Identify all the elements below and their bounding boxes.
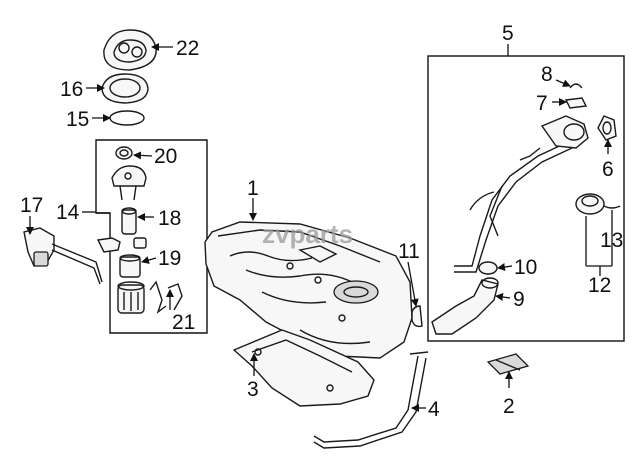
leader-lines	[26, 43, 612, 412]
part-12-bracket-lines	[585, 210, 613, 276]
callout-22: 22	[176, 37, 199, 60]
part-20-cap[interactable]	[115, 146, 133, 160]
callout-17: 17	[20, 194, 43, 217]
part-6-gasket[interactable]	[597, 115, 617, 141]
part-10-cap[interactable]	[478, 261, 498, 275]
callout-19: 19	[158, 247, 181, 270]
callout-13: 13	[600, 229, 623, 252]
part-9-hose[interactable]	[431, 277, 499, 335]
callout-4: 4	[428, 398, 440, 421]
watermark-text: zvparts	[262, 219, 353, 249]
part-19-pump-body[interactable]	[119, 254, 141, 278]
part-21-bracket[interactable]	[149, 280, 183, 314]
part-17-fuel-sender[interactable]	[23, 227, 103, 285]
callout-7: 7	[536, 92, 548, 115]
callout-11: 11	[398, 240, 420, 263]
part-15-o-ring[interactable]	[109, 110, 145, 126]
callout-12: 12	[588, 274, 611, 297]
callout-10: 10	[514, 256, 537, 279]
part-7-bracket[interactable]	[564, 97, 588, 109]
callout-2: 2	[503, 395, 515, 418]
part-1-fuel-tank[interactable]	[204, 221, 413, 359]
callout-1: 1	[247, 177, 259, 200]
callout-9: 9	[513, 288, 525, 311]
part-pump-canister[interactable]	[117, 281, 145, 314]
part-3-heat-shield[interactable]	[232, 329, 375, 407]
part-14-pump-group-box	[95, 139, 208, 334]
callout-18: 18	[158, 207, 181, 230]
part-5-filler-group-box	[427, 44, 625, 342]
callout-16: 16	[60, 78, 83, 101]
part-pump-upper-assembly[interactable]	[111, 165, 147, 201]
callout-14: 14	[56, 201, 80, 224]
callout-20: 20	[154, 145, 177, 168]
part-2-pad[interactable]	[486, 353, 530, 375]
part-fitting-small[interactable]	[96, 237, 147, 253]
part-16-gasket[interactable]	[101, 73, 149, 104]
callout-3: 3	[247, 378, 259, 401]
part-13-fuel-cap[interactable]	[575, 193, 621, 215]
callout-6: 6	[602, 158, 614, 181]
callout-8: 8	[541, 63, 553, 86]
part-filler-neck-pipe[interactable]	[454, 141, 573, 273]
callout-labels: 22 16 15 20 18 19 21 17 14 1 3 4 2 11 9 …	[20, 22, 623, 421]
part-18-filter[interactable]	[121, 207, 137, 235]
part-22-pump-cover[interactable]	[103, 29, 157, 71]
part-filler-head[interactable]	[540, 115, 589, 149]
part-11-clamp[interactable]	[411, 305, 423, 328]
part-8-clip[interactable]	[569, 83, 583, 89]
part-4-tank-strap[interactable]	[313, 351, 429, 449]
callout-21: 21	[172, 311, 195, 334]
callout-15: 15	[66, 108, 89, 131]
callout-5: 5	[502, 22, 514, 45]
